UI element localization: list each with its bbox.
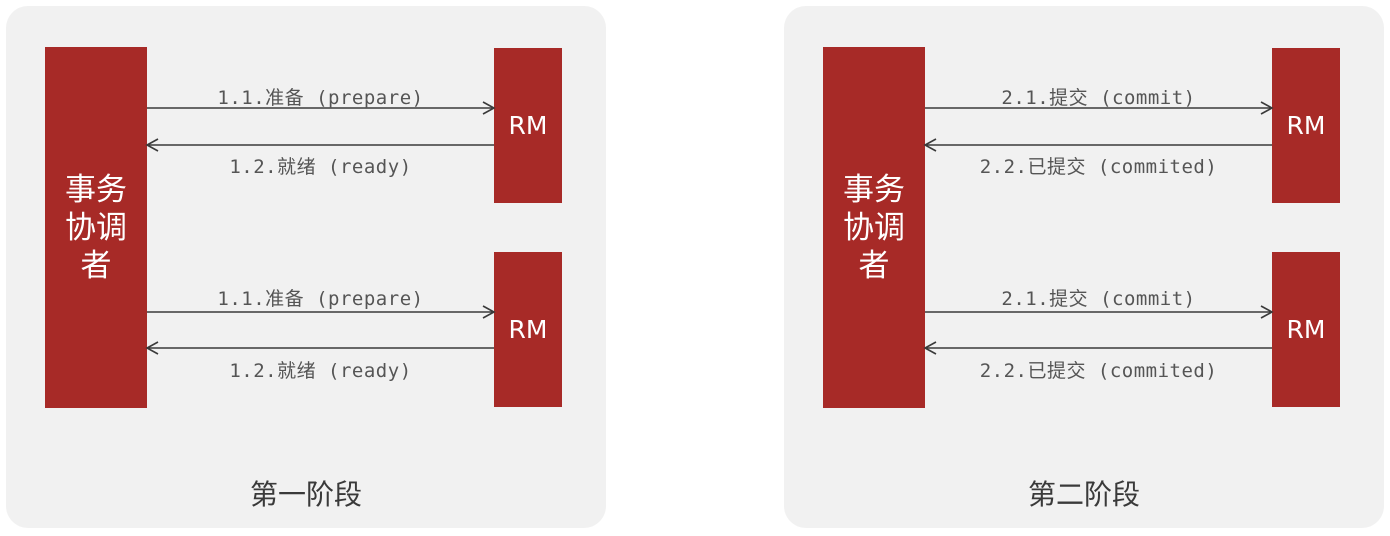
arrowhead-response-bottom (923, 341, 937, 355)
message-committed-bottom: 2.2.已提交 (commited) (979, 360, 1218, 382)
message-prepare-bottom: 1.1.准备 (prepare) (217, 288, 424, 310)
message-arrows (145, 101, 496, 355)
message-ready-bottom: 1.2.就绪 (ready) (229, 360, 412, 382)
transaction-coordinator-label: 事务协调者 (843, 171, 905, 284)
transaction-coordinator-block: 事务协调者 (823, 47, 925, 408)
arrowhead-response-top (145, 138, 159, 152)
message-committed-top: 2.2.已提交 (commited) (979, 156, 1218, 178)
arrowhead-request-bottom (482, 305, 496, 319)
phase-two-panel: 事务协调者 RM RM 2.1.提交 (commit) 2.2.已提交 (com… (784, 6, 1384, 528)
message-commit-bottom: 2.1.提交 (commit) (1001, 288, 1196, 310)
message-prepare-top: 1.1.准备 (prepare) (217, 87, 424, 109)
transaction-coordinator-block: 事务协调者 (45, 47, 147, 408)
arrowhead-response-top (923, 138, 937, 152)
message-arrows (923, 101, 1274, 355)
arrowhead-request-top (482, 101, 496, 115)
rm-block-top: RM (1272, 48, 1340, 203)
phase-one-label: 第一阶段 (249, 478, 362, 511)
rm-block-bottom: RM (1272, 252, 1340, 407)
rm-block-bottom: RM (494, 252, 562, 407)
rm-block-top: RM (494, 48, 562, 203)
message-ready-top: 1.2.就绪 (ready) (229, 156, 412, 178)
transaction-coordinator-label: 事务协调者 (65, 171, 127, 284)
phase-two-label: 第二阶段 (1027, 478, 1140, 511)
arrowhead-request-bottom (1260, 305, 1274, 319)
arrowhead-response-bottom (145, 341, 159, 355)
message-commit-top: 2.1.提交 (commit) (1001, 87, 1196, 109)
phase-one-panel: 事务协调者 RM RM 1.1.准备 (prepare) 1.2.就绪 (rea… (6, 6, 606, 528)
arrowhead-request-top (1260, 101, 1274, 115)
